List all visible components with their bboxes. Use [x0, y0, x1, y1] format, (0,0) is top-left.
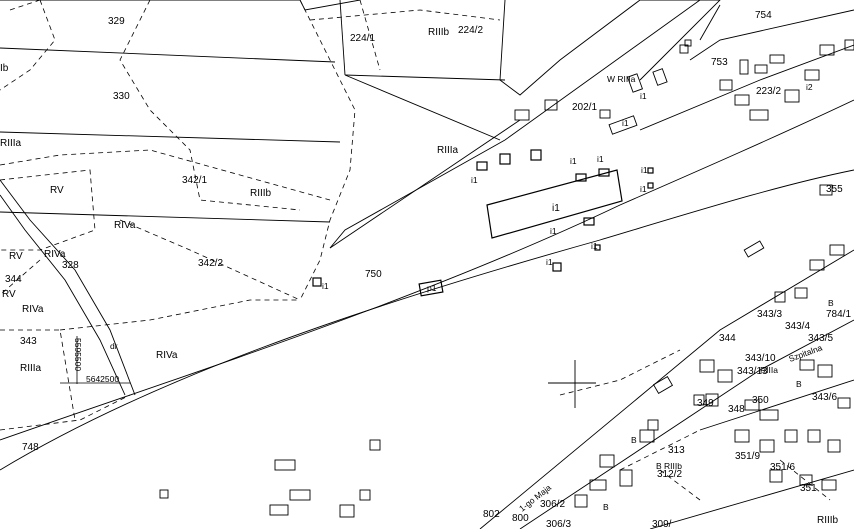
parcel-numbers: 329 330 224/1 224/2 202/1 342/1 342/2 32… [5, 10, 851, 529]
parcel-label: 329 [108, 16, 125, 27]
parcel-label: 309/ [652, 519, 672, 529]
parcel-label: 750 [365, 269, 382, 280]
parcel-label: 784/1 [826, 309, 851, 320]
building-label: i1 [322, 281, 329, 291]
landuse-label: RV [50, 185, 64, 196]
landuse-label: B RIIIb [656, 461, 682, 471]
building-labels: i1 i1 i1 i1 i1 i1 i1 i1 i1 i1 i1 i1 p1 i… [110, 82, 834, 512]
parcel-label: 349 [697, 398, 714, 409]
parcel-label: 355 [826, 184, 843, 195]
parcel-label: 351 [800, 483, 817, 494]
building-label: i1 [552, 203, 560, 214]
parcel-label: 342/1 [182, 175, 207, 186]
building-label: i2 [806, 82, 813, 92]
building-label: i1 [641, 165, 648, 175]
parcel-label: 343/10 [745, 353, 776, 364]
parcel-label: 350 [752, 395, 769, 406]
parcel-label: 343/5 [808, 333, 833, 344]
parcel-label: 754 [755, 10, 772, 21]
landuse-label: RIIIa [437, 145, 459, 156]
parcel-label: 330 [113, 91, 130, 102]
building-label: B [796, 379, 802, 389]
landuse-label: RIIIb [250, 188, 272, 199]
building-label: i1 [640, 184, 647, 194]
parcel-label: 328 [62, 260, 79, 271]
landuse-label: RIIIb [817, 515, 839, 526]
landuse-label: Ib [0, 63, 9, 74]
landuse-label: W RIIIa [607, 74, 636, 84]
landuse-label: RIVa [156, 350, 178, 361]
building-label: p1 [427, 283, 437, 293]
parcel-label: 351/9 [735, 451, 760, 462]
parcel-label: 223/2 [756, 86, 781, 97]
grid-coordinates: 5595500 5642500 [60, 336, 130, 384]
main-building[interactable] [312, 149, 654, 297]
parcel-label: 343 [20, 336, 37, 347]
parcel-label: 344 [719, 333, 736, 344]
parcel-label: 344 [5, 274, 22, 285]
coordinate-label: 5595500 [73, 338, 83, 371]
parcel-label: 312/2 [657, 469, 682, 480]
parcel-label: 224/1 [350, 33, 375, 44]
parcel-label: 753 [711, 57, 728, 68]
building-label: i1 [597, 154, 604, 164]
building-label: i1 [546, 257, 553, 267]
parcel-label: 343/13 [737, 366, 768, 377]
building-cluster [159, 39, 854, 518]
landuse-label: RIIIb [428, 27, 450, 38]
building-label: i1 [550, 226, 557, 236]
landuse-label: RIIIa [20, 363, 42, 374]
landuse-label: RV [2, 289, 16, 300]
parcel-label: 313 [668, 445, 685, 456]
building-label: i1 [591, 241, 598, 251]
building-label: i1 [622, 118, 629, 128]
landuse-label: RIVa [114, 220, 136, 231]
parcel-label: 343/6 [812, 392, 837, 403]
landuse-label: RV [9, 251, 23, 262]
parcel-label: 748 [22, 442, 39, 453]
parcel-label: 802 [483, 509, 500, 520]
parcel-label: 342/2 [198, 258, 223, 269]
landuse-labels: RIIIb RIIIa RIIIb RIIIa RV RV RV RIVa RI… [0, 27, 839, 526]
landuse-label: RIVa [22, 304, 44, 315]
landuse-label: RIIIa [760, 365, 778, 375]
parcel-label: 306/3 [546, 519, 571, 529]
parcel-label: 800 [512, 513, 529, 524]
building-label: i1 [471, 175, 478, 185]
parcel-label: 343/4 [785, 321, 810, 332]
parcel-label: 306/2 [540, 499, 565, 510]
building-label: B [828, 298, 834, 308]
building-label: B [603, 502, 609, 512]
coordinate-label: 5642500 [86, 374, 119, 384]
building-label: i1 [570, 156, 577, 166]
parcel-label: 348 [728, 404, 745, 415]
building-label: i1 [640, 91, 647, 101]
building-label: B [631, 435, 637, 445]
landuse-label: RIVa [44, 249, 66, 260]
landuse-label: RIIIa [0, 138, 22, 149]
landuse-boundaries [0, 0, 831, 501]
parcel-label: 343/3 [757, 309, 782, 320]
parcel-label: 351/6 [770, 462, 795, 473]
parcel-label: 224/2 [458, 25, 483, 36]
parcel-label: 202/1 [572, 102, 597, 113]
building-label: dr [110, 341, 118, 351]
